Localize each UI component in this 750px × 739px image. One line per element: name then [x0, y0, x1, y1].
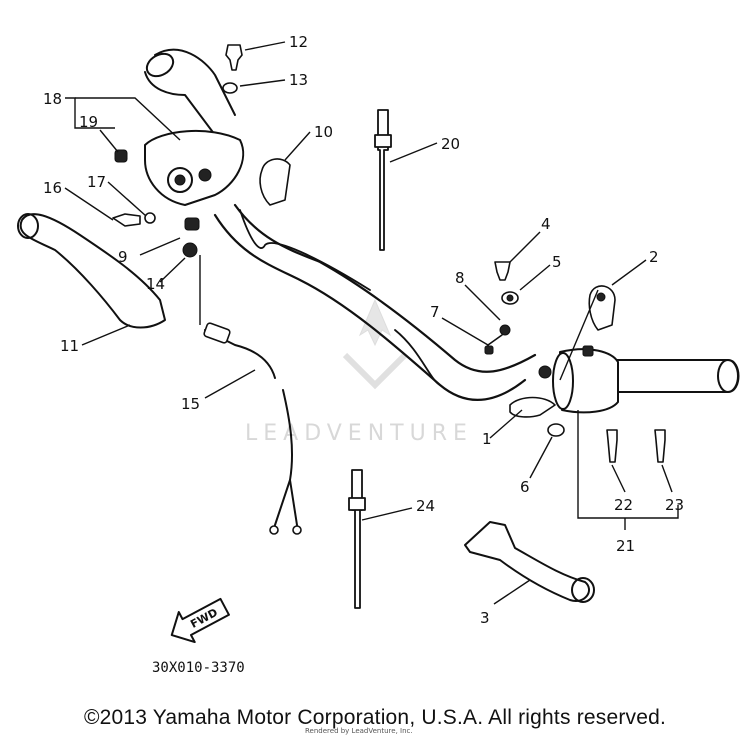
callout-5: 5 — [552, 253, 562, 271]
callout-14: 14 — [146, 275, 165, 293]
callout-4: 4 — [541, 215, 551, 233]
diagram-code: 30X010-3370 — [152, 660, 245, 676]
callout-2: 2 — [649, 248, 659, 266]
callout-16: 16 — [43, 179, 62, 197]
callout-21: 21 — [616, 537, 635, 555]
copyright-notice: ©2013 Yamaha Motor Corporation, U.S.A. A… — [83, 706, 667, 729]
callout-10: 10 — [314, 123, 333, 141]
switch-wire — [203, 322, 302, 535]
leader-lines — [64, 41, 679, 605]
callout-22: 22 — [614, 496, 633, 514]
callout-20: 20 — [441, 135, 460, 153]
right-grip — [552, 345, 740, 414]
callout-1: 1 — [482, 430, 492, 448]
callout-23: 23 — [665, 496, 684, 514]
clutch-lever — [17, 213, 166, 329]
callout-17: 17 — [87, 173, 106, 191]
callout-12: 12 — [289, 33, 308, 51]
callout-6: 6 — [520, 478, 530, 496]
callouts: 12 13 18 19 10 20 16 17 9 14 11 15 4 5 2… — [43, 33, 684, 627]
callout-3: 3 — [480, 609, 490, 627]
fwd-arrow: FWD — [170, 597, 230, 644]
callout-18: 18 — [43, 90, 62, 108]
callout-13: 13 — [289, 71, 308, 89]
cable-ties — [348, 109, 392, 609]
callout-9: 9 — [118, 248, 128, 266]
handlebar — [144, 48, 537, 401]
callout-7: 7 — [430, 303, 440, 321]
callout-8: 8 — [455, 269, 465, 287]
small-parts — [112, 44, 666, 463]
callout-24: 24 — [416, 497, 435, 515]
callout-19: 19 — [79, 113, 98, 131]
left-lever-holder — [144, 130, 245, 231]
renderer-note: Rendered by LeadVenture, Inc. — [305, 727, 413, 735]
callout-11: 11 — [60, 337, 79, 355]
watermark-text: LEADVENTURE — [245, 421, 473, 446]
watermark: LEADVENTURE — [245, 298, 473, 446]
brake-lever — [464, 521, 595, 603]
callout-15: 15 — [181, 395, 200, 413]
